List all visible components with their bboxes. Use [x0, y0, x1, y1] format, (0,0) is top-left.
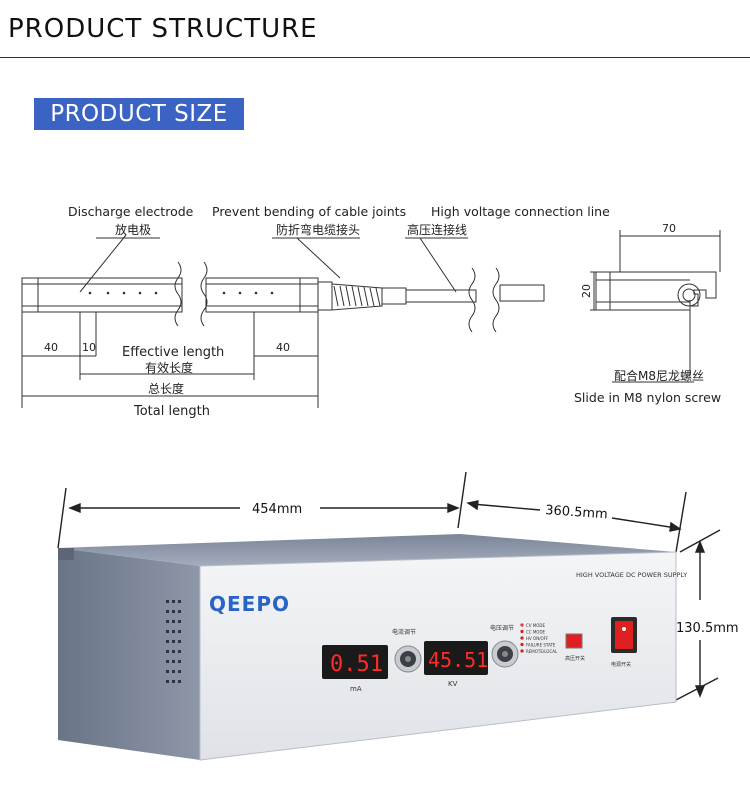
- hv-switch[interactable]: [565, 633, 583, 649]
- status-label: REMOTE/LOCAL: [526, 649, 558, 654]
- status-led: [520, 649, 524, 653]
- brand-logo: QEEPO: [209, 592, 290, 616]
- current-knob-label: 电流调节: [392, 628, 416, 636]
- label-prevent-cn: 防折弯电缆接头: [276, 222, 360, 237]
- label-effective-cn: 有效长度: [145, 360, 193, 375]
- depth-dimension: 360.5mm: [545, 503, 608, 522]
- voltage-unit: KV: [448, 680, 458, 688]
- width-dimension: 454mm: [252, 502, 302, 517]
- current-readout: 0.51: [330, 652, 383, 677]
- label-total-cn: 总长度: [148, 381, 184, 396]
- label-screw-en: Slide in M8 nylon screw: [574, 390, 721, 405]
- dim-40-right: 40: [276, 341, 290, 354]
- status-led: [520, 623, 524, 627]
- label-discharge-cn: 放电极: [115, 222, 151, 237]
- power-switch-label: 电源开关: [611, 661, 631, 668]
- voltage-display: [424, 641, 488, 675]
- page-title: PRODUCT STRUCTURE: [8, 14, 318, 44]
- status-led: [520, 642, 524, 647]
- status-label: CC MODE: [526, 630, 546, 635]
- label-discharge-en: Discharge electrode: [68, 204, 194, 219]
- chassis-side: [58, 548, 200, 760]
- current-knob[interactable]: [394, 645, 422, 673]
- title-divider: [0, 57, 750, 58]
- label-hv-cn: 高压连接线: [407, 222, 467, 237]
- current-unit: mA: [350, 685, 362, 693]
- current-display: [322, 645, 388, 679]
- label-total-en: Total length: [133, 404, 210, 419]
- label-prevent-en: Prevent bending of cable joints: [212, 204, 406, 219]
- status-led: [520, 629, 524, 634]
- label-hv-en: High voltage connection line: [431, 204, 610, 219]
- height-dimension: 130.5mm: [676, 621, 739, 636]
- dim-20: 20: [580, 284, 593, 298]
- voltage-knob[interactable]: [491, 640, 519, 668]
- product-label: HIGH VOLTAGE DC POWER SUPPLY: [576, 571, 687, 579]
- status-label: FAILURE STATE: [526, 643, 556, 648]
- voltage-readout: 45.51: [428, 648, 488, 672]
- status-label: HV ON/OFF: [526, 636, 549, 641]
- label-effective-en: Effective length: [122, 345, 224, 360]
- section-badge: PRODUCT SIZE: [34, 98, 244, 130]
- status-label: CV MODE: [526, 623, 545, 628]
- dim-10: 10: [82, 341, 96, 354]
- dim-70: 70: [662, 222, 676, 235]
- status-led: [520, 636, 524, 640]
- hv-switch-label: 高压开关: [565, 655, 585, 662]
- power-switch[interactable]: [611, 617, 637, 653]
- electrode-bar-left: [21, 277, 183, 313]
- hv-cable: [405, 289, 477, 303]
- label-screw-cn: 配合M8尼龙螺丝: [614, 368, 704, 383]
- chassis-top: [58, 534, 676, 566]
- dim-40-left: 40: [44, 341, 58, 354]
- voltage-knob-label: 电压调节: [490, 624, 514, 632]
